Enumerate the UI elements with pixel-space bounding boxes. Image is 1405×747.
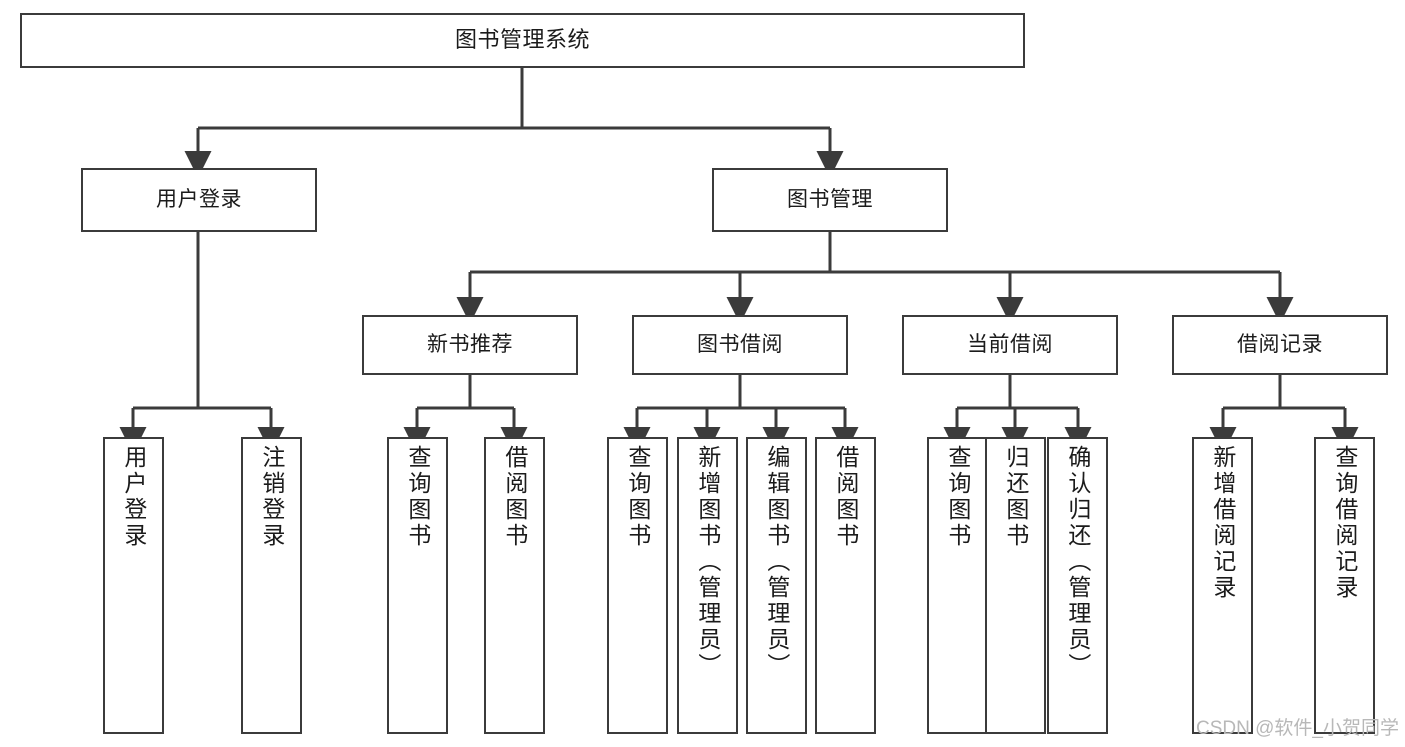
node-leaf-add-book[interactable]: 新增图书（管理员）	[677, 437, 738, 734]
node-current-borrow[interactable]: 当前借阅	[902, 315, 1118, 375]
node-borrow-record-label: 借阅记录	[1237, 333, 1323, 357]
node-leaf-query-book-3-label: 查询图书	[944, 445, 971, 549]
watermark-text: CSDN @软件_小贺同学	[1196, 718, 1399, 739]
node-leaf-query-book-2-label: 查询图书	[624, 445, 651, 549]
node-book-manage[interactable]: 图书管理	[712, 168, 948, 232]
node-leaf-confirm-return[interactable]: 确认归还（管理员）	[1047, 437, 1108, 734]
node-leaf-query-book-1-label: 查询图书	[404, 445, 431, 549]
node-new-book-recommend[interactable]: 新书推荐	[362, 315, 578, 375]
node-leaf-query-book-3[interactable]: 查询图书	[927, 437, 988, 734]
node-leaf-borrow-book-1[interactable]: 借阅图书	[484, 437, 545, 734]
node-current-borrow-label: 当前借阅	[967, 333, 1053, 357]
node-leaf-borrow-book-2-label: 借阅图书	[832, 445, 859, 549]
node-leaf-user-login-label: 用户登录	[120, 445, 147, 549]
node-leaf-confirm-return-label: 确认归还（管理员）	[1064, 445, 1091, 679]
node-leaf-logout[interactable]: 注销登录	[241, 437, 302, 734]
node-leaf-borrow-book-2[interactable]: 借阅图书	[815, 437, 876, 734]
node-leaf-add-record-label: 新增借阅记录	[1209, 445, 1236, 601]
node-leaf-logout-label: 注销登录	[258, 445, 285, 549]
node-leaf-borrow-book-1-label: 借阅图书	[501, 445, 528, 549]
node-leaf-edit-book[interactable]: 编辑图书（管理员）	[746, 437, 807, 734]
node-leaf-query-book-2[interactable]: 查询图书	[607, 437, 668, 734]
node-user-login-label: 用户登录	[156, 188, 242, 212]
node-leaf-user-login[interactable]: 用户登录	[103, 437, 164, 734]
node-leaf-query-book-1[interactable]: 查询图书	[387, 437, 448, 734]
node-user-login[interactable]: 用户登录	[81, 168, 317, 232]
node-leaf-edit-book-label: 编辑图书（管理员）	[763, 445, 790, 679]
node-root-label: 图书管理系统	[454, 27, 590, 53]
node-leaf-query-record[interactable]: 查询借阅记录	[1314, 437, 1375, 734]
node-book-manage-label: 图书管理	[787, 188, 873, 212]
node-book-borrow-label: 图书借阅	[697, 333, 783, 357]
node-new-book-recommend-label: 新书推荐	[427, 333, 513, 357]
node-leaf-add-book-label: 新增图书（管理员）	[694, 445, 721, 679]
node-leaf-return-book-label: 归还图书	[1002, 445, 1029, 549]
node-root[interactable]: 图书管理系统	[20, 13, 1025, 68]
node-leaf-add-record[interactable]: 新增借阅记录	[1192, 437, 1253, 734]
node-book-borrow[interactable]: 图书借阅	[632, 315, 848, 375]
node-leaf-query-record-label: 查询借阅记录	[1331, 445, 1358, 601]
node-borrow-record[interactable]: 借阅记录	[1172, 315, 1388, 375]
node-leaf-return-book[interactable]: 归还图书	[985, 437, 1046, 734]
